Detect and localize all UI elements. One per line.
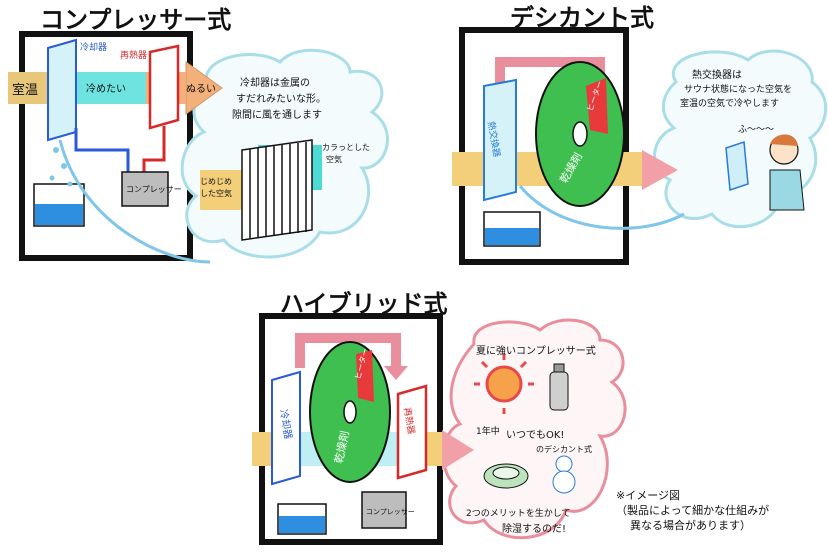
wet-air-line1: じめじめ (200, 177, 232, 186)
cooler-label: 冷却器 (80, 41, 107, 53)
cold-pipe (74, 128, 130, 172)
reheater-label: 再熱器 (120, 49, 147, 61)
warm-air-label: ぬるい (186, 83, 216, 95)
wet-air-line2: した空気 (200, 188, 232, 198)
footnote-line2: （製品によって細かな仕組みが (616, 504, 770, 517)
hybrid-reheater-plate (396, 384, 428, 480)
hybrid-wheel-hub (343, 400, 357, 424)
heater-segment (586, 78, 608, 134)
water-drops-icon (49, 147, 73, 187)
hybrid-bubble-line2b: いつでもOK! (506, 429, 564, 441)
compressor-title: コンプレッサー式 (40, 6, 231, 34)
wet-air-band (200, 170, 250, 210)
desiccant-dish-icon (483, 463, 529, 489)
hot-pipe (142, 126, 166, 172)
water-level (35, 204, 83, 225)
desiccant-flow-curve (518, 185, 685, 230)
reheater-plate (148, 44, 180, 130)
spray-can-icon (549, 363, 569, 411)
cooler-grille-icon (241, 139, 313, 241)
hybrid-cooler-plate (271, 370, 301, 486)
wheel-hub (572, 121, 588, 147)
person-cooling-icon (725, 134, 805, 211)
hybrid-desiccant-agent-label: 乾燥剤 (331, 429, 352, 464)
person-speech: ふ〜〜〜 (738, 124, 774, 135)
hybrid-compressor-label: コンプレッサー (366, 508, 415, 516)
hybrid-output-arrow-icon (442, 430, 474, 470)
compressor-box-label: コンプレッサー (126, 185, 182, 194)
dry-air-line1: カラっとした (322, 143, 370, 152)
hybrid-water-level (279, 516, 325, 533)
desiccant-bubble-line1: 熱交換器は (692, 68, 742, 81)
hybrid-bubble-line1: 夏に強いコンプレッサー式 (476, 344, 596, 357)
desiccant-panel (452, 27, 828, 265)
hybrid-compressor-icon (361, 491, 407, 529)
footnote-line3: 異なる場合があります） (630, 519, 751, 532)
room-temp-label: 室温 (12, 82, 38, 98)
hybrid-title: ハイブリッド式 (280, 290, 448, 318)
footnote-line1: ※イメージ図 (616, 489, 680, 502)
compressor-panel (8, 31, 389, 264)
desiccant-water-level (485, 228, 539, 245)
hybrid-bubble-line4: 2つのメリットを生かして (466, 507, 570, 519)
snowman-icon (552, 455, 576, 494)
compressor-bubble-line3: 隙間に風を通します (232, 108, 322, 121)
footnote: ※イメージ図 （製品によって細かな仕組みが 異なる場合があります） (616, 488, 826, 533)
cold-air-label: 冷めたい (86, 82, 126, 95)
dry-air-line2: 空気 (326, 154, 342, 164)
desiccant-bubble-line2: サウナ状態になった空気を (684, 83, 792, 95)
hybrid-bubble-line2a: 1年中 (476, 425, 500, 437)
flow-curve (58, 139, 211, 264)
desiccant-bubble-line3: 室温の空気で冷やします (680, 97, 779, 109)
hybrid-panel (252, 313, 627, 545)
hybrid-bubble-line3: のデシカント式 (536, 444, 592, 454)
compressor-bubble-line1: 冷却器は金属の (240, 76, 310, 89)
cooler-plate (47, 38, 77, 142)
hybrid-loop-arrowhead-icon (384, 366, 408, 380)
heat-exchanger-plate (483, 78, 517, 202)
output-arrow-icon (642, 150, 678, 190)
hybrid-heater-segment (356, 350, 374, 402)
compressor-unit-icon (121, 171, 169, 207)
hybrid-regeneration-loop (295, 333, 401, 368)
sun-icon (474, 354, 534, 414)
hybrid-bubble-line5: 除湿するのだ! (502, 522, 566, 535)
desiccant-title: デシカント式 (510, 4, 654, 32)
compressor-bubble-line2: すだれみたいな形。 (236, 93, 326, 105)
